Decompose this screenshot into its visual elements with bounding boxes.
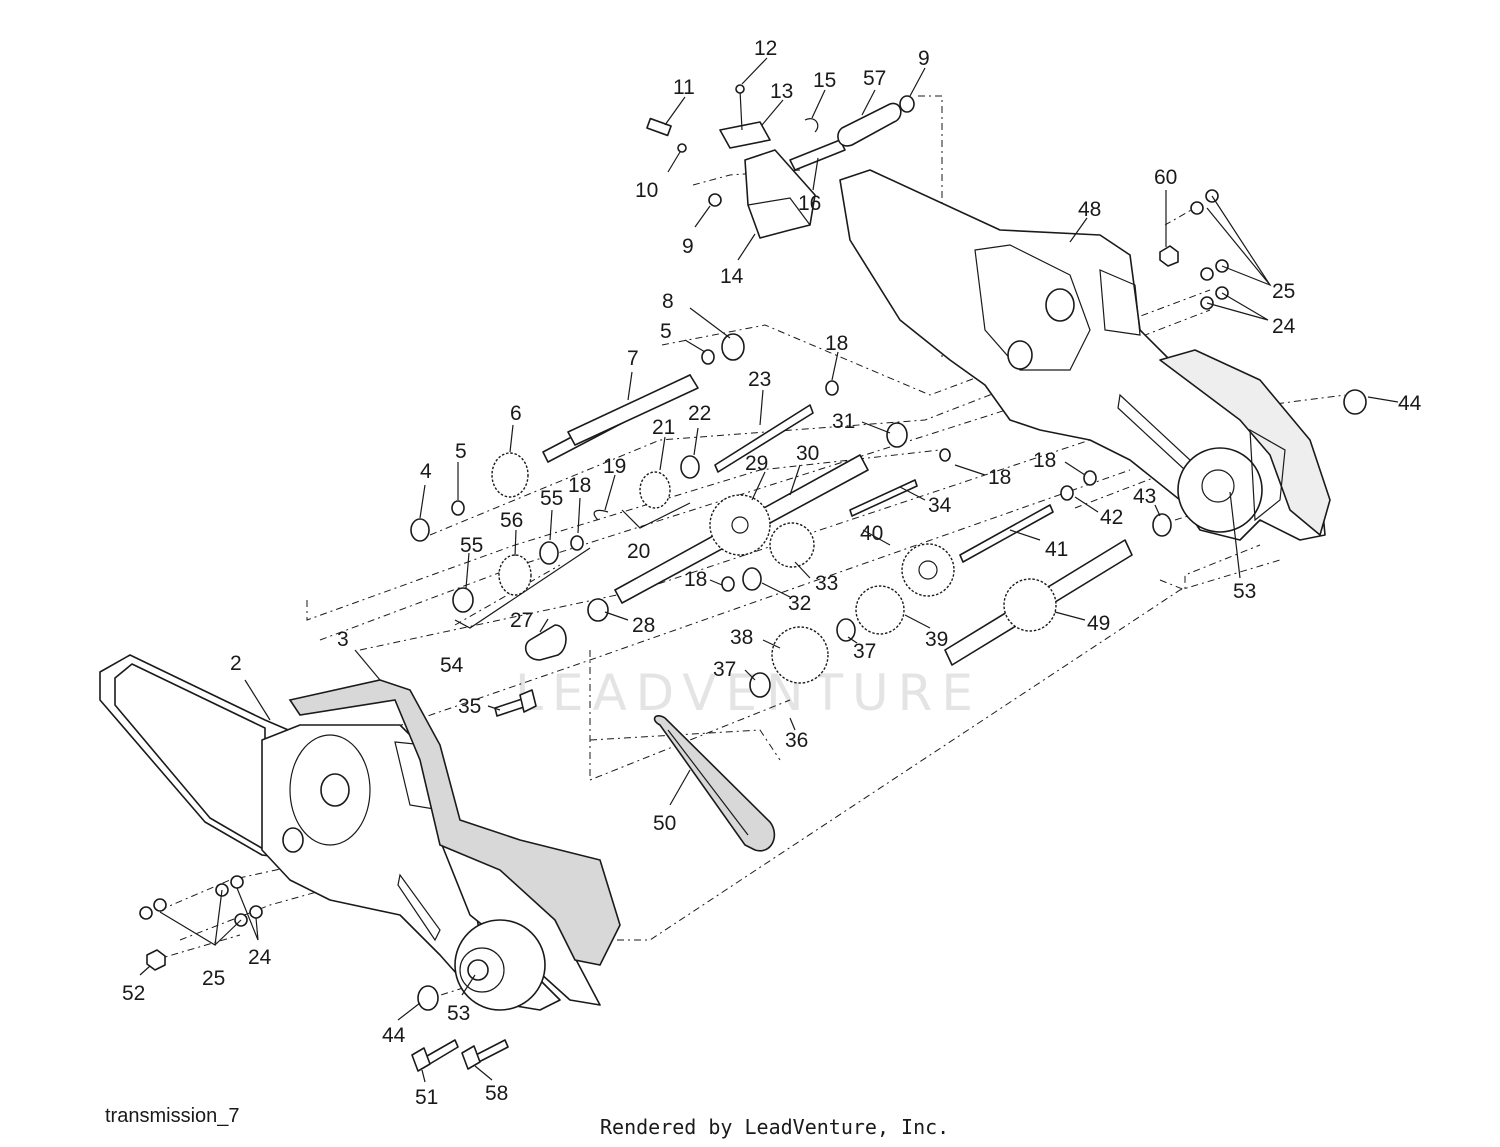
- callout-23: 23: [748, 368, 771, 391]
- callout-48: 48: [1078, 198, 1101, 221]
- callout-28: 28: [632, 614, 655, 637]
- callout-52: 52: [122, 982, 145, 1005]
- callout-49: 49: [1087, 612, 1110, 635]
- callout-37: 37: [853, 640, 876, 663]
- callout-54: 54: [440, 654, 464, 677]
- callout-18: 18: [988, 466, 1011, 489]
- callout-43: 43: [1133, 485, 1156, 508]
- callout-9: 9: [682, 235, 694, 258]
- callout-15: 15: [813, 69, 836, 92]
- callout-37: 37: [713, 658, 736, 681]
- callout-41: 41: [1045, 538, 1068, 561]
- gasket-seal: [288, 679, 621, 966]
- callout-5: 5: [455, 440, 467, 463]
- callout-31: 31: [832, 410, 855, 433]
- callout-57: 57: [863, 67, 886, 90]
- callout-29: 29: [745, 452, 768, 475]
- callout-6: 6: [510, 402, 522, 425]
- shift-assembly: [646, 84, 915, 239]
- callouts: 2 3 4 5 5 6 7 8 9 9 10 11 12 13 14 15 16…: [122, 37, 1422, 1109]
- callout-25: 25: [1272, 280, 1295, 303]
- callout-56: 56: [500, 509, 523, 532]
- leader-lines: [139, 57, 1399, 1083]
- callout-36: 36: [785, 729, 808, 752]
- callout-9: 9: [918, 47, 930, 70]
- callout-44: 44: [382, 1024, 406, 1047]
- callout-12: 12: [754, 37, 777, 60]
- left-hardware: [139, 875, 263, 971]
- watermark: LEADVENTURE: [515, 664, 982, 722]
- callout-60: 60: [1154, 166, 1177, 189]
- gears: [491, 452, 1057, 684]
- callout-3: 3: [337, 628, 349, 651]
- callout-58: 58: [485, 1082, 508, 1105]
- right-case-half: [839, 169, 1331, 541]
- callout-18: 18: [825, 332, 848, 355]
- callout-39: 39: [925, 628, 948, 651]
- callout-24: 24: [1272, 315, 1296, 338]
- render-credit: Rendered by LeadVenture, Inc.: [600, 1115, 950, 1139]
- callout-33: 33: [815, 572, 838, 595]
- callout-42: 42: [1100, 506, 1123, 529]
- callout-4: 4: [420, 460, 432, 483]
- callout-5: 5: [660, 320, 672, 343]
- callout-35: 35: [458, 695, 481, 718]
- callout-7: 7: [627, 347, 639, 370]
- callout-19: 19: [603, 455, 626, 478]
- callout-32: 32: [788, 592, 811, 615]
- callout-25: 25: [202, 967, 225, 990]
- left-case-half: [99, 654, 601, 1011]
- callout-18: 18: [684, 568, 707, 591]
- callout-8: 8: [662, 290, 674, 313]
- callout-44: 44: [1398, 392, 1422, 415]
- callout-22: 22: [688, 402, 711, 425]
- callout-50: 50: [653, 812, 676, 835]
- callout-40: 40: [860, 522, 883, 545]
- callout-18: 18: [568, 474, 591, 497]
- callout-55: 55: [540, 487, 563, 510]
- callout-55: 55: [460, 534, 483, 557]
- callout-34: 34: [928, 494, 952, 517]
- right-hardware: [1159, 189, 1229, 310]
- callout-10: 10: [635, 179, 658, 202]
- washers-bearings: [410, 333, 1367, 1011]
- callout-53: 53: [447, 1002, 470, 1025]
- callout-53: 53: [1233, 580, 1256, 603]
- callout-20: 20: [627, 540, 650, 563]
- bolts: [411, 689, 537, 1072]
- callout-2: 2: [230, 652, 242, 675]
- callout-18: 18: [1033, 449, 1056, 472]
- diagram-caption: transmission_7: [105, 1105, 240, 1127]
- callout-11: 11: [673, 76, 695, 99]
- callout-16: 16: [798, 192, 821, 215]
- callout-24: 24: [248, 946, 272, 969]
- callout-30: 30: [796, 442, 819, 465]
- callout-21: 21: [652, 416, 675, 439]
- callout-14: 14: [720, 265, 744, 288]
- callout-51: 51: [415, 1086, 438, 1109]
- callout-27: 27: [510, 609, 533, 632]
- callout-13: 13: [770, 80, 793, 103]
- callout-38: 38: [730, 626, 753, 649]
- drive-belt: [653, 715, 776, 852]
